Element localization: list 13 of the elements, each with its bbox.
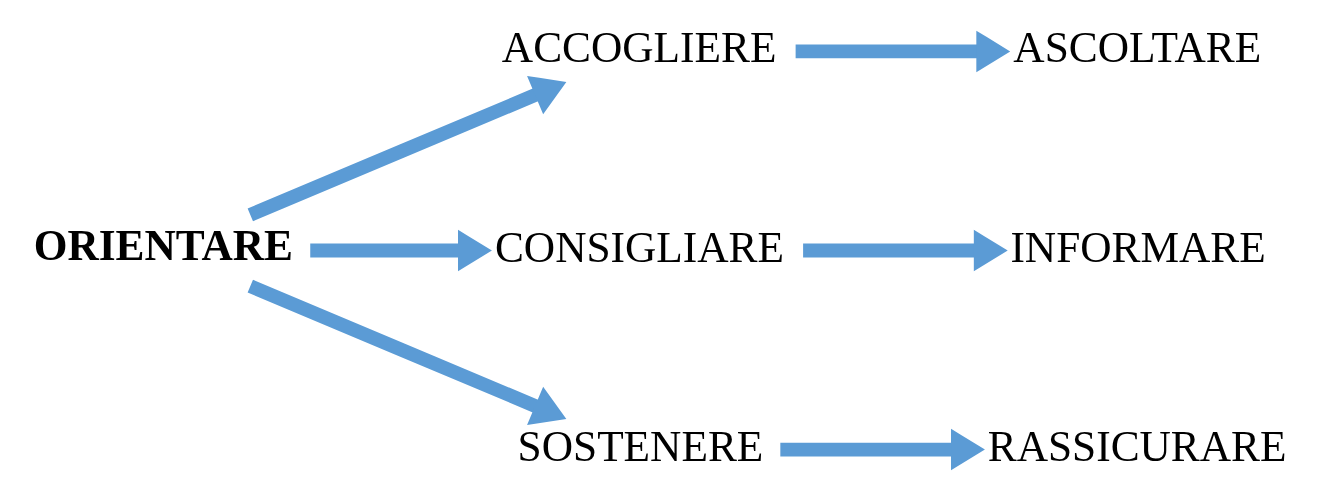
- node-text: RASSICURARE: [987, 421, 1287, 470]
- arrow: [247, 75, 567, 222]
- node-text: ORIENTARE: [33, 220, 294, 269]
- arrow: [795, 30, 1011, 73]
- node-text: ACCOGLIERE: [501, 23, 777, 72]
- arrow: [803, 229, 1008, 272]
- arrow: [310, 229, 492, 272]
- node-text: INFORMARE: [1010, 222, 1266, 271]
- arrow: [247, 279, 567, 426]
- arrow: [780, 428, 985, 471]
- node-text: SOSTENERE: [517, 421, 764, 470]
- node-text: ASCOLTARE: [1013, 23, 1262, 72]
- node-text: CONSIGLIARE: [494, 222, 784, 271]
